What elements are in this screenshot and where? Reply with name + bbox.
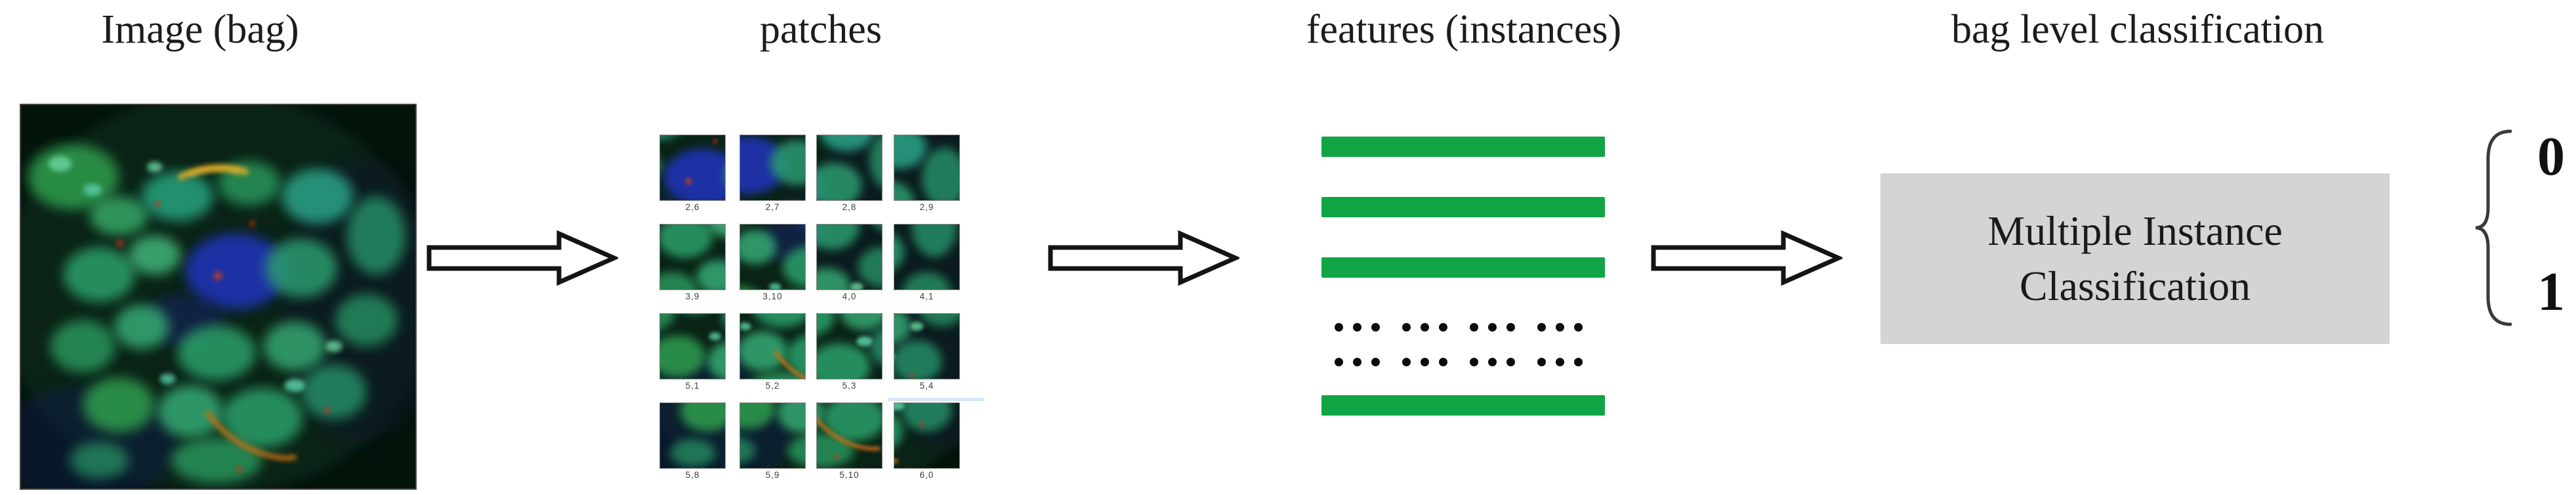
- patch-cell: 2,8: [816, 135, 883, 212]
- patch-label: 2,6: [685, 202, 700, 212]
- classifier-box: Multiple Instance Classification: [1880, 173, 2390, 344]
- patch-art: [740, 314, 805, 379]
- patch-art: [740, 135, 805, 200]
- bag-image-art: [21, 105, 415, 488]
- flow-arrow-2: [1048, 230, 1239, 286]
- feature-bar-4: [1321, 395, 1605, 416]
- patch-art: [660, 135, 725, 200]
- patch-art: [894, 225, 959, 290]
- patch-image: [659, 402, 726, 469]
- patch-label: 3,9: [685, 291, 700, 301]
- patch-cell: 6,0: [894, 402, 960, 480]
- ellipsis-dots-row-1: [1335, 323, 1583, 332]
- patches-title: patches: [760, 7, 882, 52]
- patch-image: [739, 313, 806, 379]
- patch-image: [816, 402, 883, 469]
- patch-art: [740, 225, 805, 290]
- patch-cell: 4,0: [816, 224, 883, 301]
- patch-art: [660, 314, 725, 379]
- patch-label: 2,7: [765, 202, 780, 212]
- patch-art: [660, 403, 725, 468]
- feature-bar-2: [1321, 197, 1605, 217]
- patch-art: [817, 403, 882, 468]
- image-bag-title: Image (bag): [101, 7, 299, 52]
- flow-arrow-1: [426, 230, 618, 286]
- patch-image: [739, 224, 806, 290]
- patch-cell: 5,1: [659, 313, 726, 391]
- patch-cell: 4,1: [894, 224, 960, 301]
- patch-label: 6,0: [919, 470, 934, 480]
- patch-label: 4,0: [842, 291, 857, 301]
- patch-image: [816, 313, 883, 379]
- patch-label: 5,1: [685, 381, 700, 391]
- feature-bar-3: [1321, 257, 1605, 278]
- patch-image: [659, 135, 726, 201]
- patch-label: 5,2: [765, 381, 780, 391]
- classifier-label-line1: Multiple Instance: [1987, 207, 2283, 254]
- patch-label: 5,3: [842, 381, 857, 391]
- patch-cell: 5,10: [816, 402, 883, 480]
- patch-label: 2,8: [842, 202, 857, 212]
- patch-art: [740, 403, 805, 468]
- patch-cell: 5,4: [894, 313, 960, 391]
- patch-art: [817, 314, 882, 379]
- patch-image: [894, 313, 960, 379]
- features-title: features (instances): [1306, 7, 1622, 52]
- patch-image: [739, 135, 806, 201]
- patch-label: 4,1: [919, 291, 934, 301]
- highlight-artifact-line: [888, 398, 984, 401]
- patch-cell: 2,7: [739, 135, 806, 212]
- patch-cell: 5,3: [816, 313, 883, 391]
- output-label-1: 1: [2537, 261, 2565, 322]
- patch-art: [660, 225, 725, 290]
- patch-image: [894, 224, 960, 290]
- patch-art: [817, 135, 882, 200]
- patch-cell: 3,9: [659, 224, 726, 301]
- flow-arrow-3: [1651, 230, 1842, 286]
- patch-label: 5,8: [685, 470, 700, 480]
- patch-image: [816, 135, 883, 201]
- brace-icon: [2475, 129, 2512, 326]
- patch-art: [894, 403, 959, 468]
- patch-cell: 2,9: [894, 135, 960, 212]
- patch-cell: 3,10: [739, 224, 806, 301]
- output-label-0: 0: [2537, 126, 2565, 187]
- patch-label: 5,9: [765, 470, 780, 480]
- bag-level-title: bag level classification: [1951, 7, 2325, 52]
- patch-image: [894, 135, 960, 201]
- patch-image: [816, 224, 883, 290]
- patch-cell: 5,9: [739, 402, 806, 480]
- classifier-label-line2: Classification: [2020, 263, 2251, 309]
- patch-cell: 5,8: [659, 402, 726, 480]
- feature-bar-1: [1321, 137, 1605, 157]
- patch-art: [894, 314, 959, 379]
- patch-image: [739, 402, 806, 469]
- patch-image: [659, 313, 726, 379]
- bag-image: [20, 104, 417, 490]
- patch-cell: 5,2: [739, 313, 806, 391]
- patch-art: [894, 135, 959, 200]
- patch-image: [659, 224, 726, 290]
- patch-label: 3,10: [762, 291, 783, 301]
- patch-cell: 2,6: [659, 135, 726, 212]
- patch-art: [817, 225, 882, 290]
- patch-image: [894, 402, 960, 469]
- ellipsis-dots-row-2: [1335, 358, 1583, 366]
- patch-label: 2,9: [919, 202, 934, 212]
- patch-label: 5,10: [839, 470, 860, 480]
- patch-label: 5,4: [919, 381, 934, 391]
